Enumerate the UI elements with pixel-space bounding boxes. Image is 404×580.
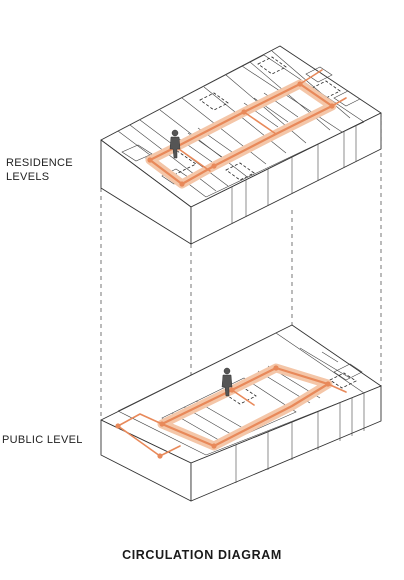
person-icon-public (221, 367, 233, 397)
residence-facade (231, 125, 357, 224)
public-level-label: PUBLIC LEVEL (2, 434, 83, 446)
diagram-caption: CIRCULATION DIAGRAM (122, 548, 282, 562)
public-side-face (190, 385, 382, 502)
public-block (100, 324, 382, 502)
residence-circulation (145, 69, 347, 189)
person-icon-residence (169, 129, 181, 159)
public-circulation (115, 363, 347, 459)
residence-levels-label: RESIDENCE LEVELS (6, 156, 76, 184)
public-facade (235, 393, 365, 483)
residence-label-line1: RESIDENCE (6, 157, 73, 169)
residence-label-line2: LEVELS (6, 171, 50, 183)
residence-side-face (190, 112, 382, 245)
residence-block (100, 45, 382, 245)
